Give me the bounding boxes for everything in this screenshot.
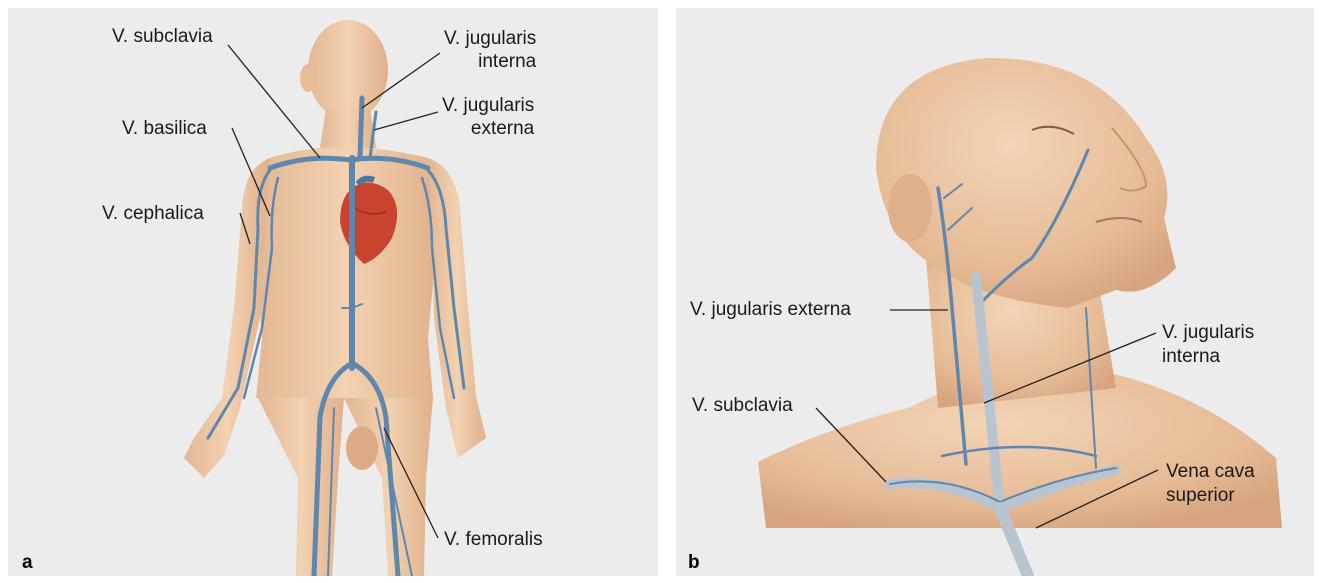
- label-v-jugularis-externa: V. jugularis externa: [690, 297, 851, 322]
- head-and-shoulders-silhouette: [758, 58, 1282, 528]
- label-v-jugularis-interna: V. jugularis interna: [444, 26, 536, 74]
- leader-subclavia: [228, 45, 320, 158]
- label-v-jugularis-interna-line1: V. jugularis: [1162, 320, 1254, 345]
- label-vena-cava-superior-line1: Vena cava: [1166, 459, 1255, 484]
- label-v-jugularis-interna-line2: interna: [1162, 344, 1254, 369]
- label-vena-cava-superior: Vena cava superior: [1166, 459, 1255, 508]
- label-v-jugularis-interna-line2: interna: [444, 49, 536, 74]
- full-body-venous-illustration: [8, 8, 658, 576]
- panel-b: V. jugularis externa V. jugularis intern…: [676, 8, 1314, 576]
- label-vena-cava-superior-line2: superior: [1166, 483, 1255, 508]
- panel-letter-b: b: [688, 552, 700, 574]
- label-v-subclavia: V. subclavia: [112, 24, 213, 49]
- label-v-femoralis: V. femoralis: [444, 527, 543, 552]
- leader-jugularis-externa: [374, 112, 438, 130]
- label-v-cephalica: V. cephalica: [102, 201, 204, 226]
- label-v-jugularis-externa: V. jugularis externa: [442, 93, 534, 141]
- panel-a: V. subclavia V. jugularis interna V. jug…: [8, 8, 658, 576]
- label-v-jugularis-interna-line1: V. jugularis: [444, 26, 536, 51]
- label-v-jugularis-externa-line1: V. jugularis: [442, 93, 534, 118]
- label-v-basilica: V. basilica: [122, 116, 207, 141]
- body-silhouette: [184, 20, 486, 576]
- label-v-jugularis-externa-line2: externa: [442, 116, 534, 141]
- label-v-subclavia: V. subclavia: [692, 393, 793, 418]
- label-v-jugularis-interna: V. jugularis interna: [1162, 320, 1254, 369]
- panel-letter-a: a: [22, 552, 33, 574]
